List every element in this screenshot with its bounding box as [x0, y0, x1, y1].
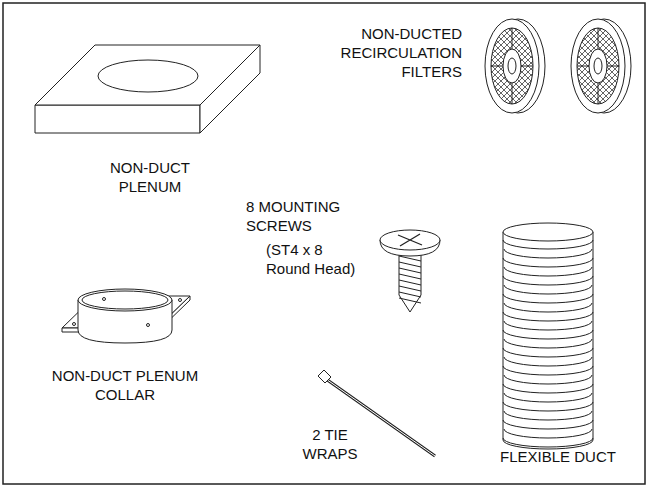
- part-label: NON-DUCT PLENUM COLLAR: [45, 366, 205, 404]
- duct-ring: [503, 402, 593, 411]
- duct-ring: [504, 411, 592, 420]
- collar-drawing: [62, 289, 190, 343]
- part-label: NON-DUCT PLENUM: [95, 158, 205, 196]
- part-label: 2 TIE WRAPS: [300, 425, 360, 463]
- screw-thread: [399, 256, 421, 261]
- duct-ring: [503, 330, 593, 339]
- duct-ring: [504, 249, 592, 258]
- duct-ring: [504, 267, 592, 276]
- duct-ring: [503, 258, 593, 267]
- duct-ring: [504, 375, 592, 384]
- screw-thread: [399, 298, 421, 303]
- duct-ring: [504, 321, 592, 330]
- duct-ring: [504, 285, 592, 294]
- plenum-drawing: [35, 45, 260, 133]
- duct-ring: [504, 393, 592, 402]
- frame-border: [3, 3, 645, 484]
- duct-ring: [503, 276, 593, 285]
- duct-ring: [503, 420, 593, 429]
- duct-ring: [504, 303, 592, 312]
- duct-ring: [503, 312, 593, 321]
- filter-drawing: [485, 19, 631, 113]
- duct-ring: [503, 384, 593, 393]
- screw-thread: [399, 274, 421, 279]
- screw-thread: [399, 280, 421, 285]
- duct-ring: [503, 348, 593, 357]
- screw-thread: [399, 268, 421, 273]
- screw-thread: [399, 292, 421, 297]
- tie-wrap-drawing: [318, 370, 435, 456]
- screw-thread: [399, 262, 421, 267]
- part-label: NON-DUCTED RECIRCULATION FILTERS: [327, 24, 462, 81]
- duct-ring: [504, 357, 592, 366]
- part-label: FLEXIBLE DUCT: [488, 447, 628, 466]
- spec-note: (ST4 x 8 Round Head): [266, 240, 358, 278]
- screw-thread: [399, 286, 421, 291]
- duct-ring: [504, 339, 592, 348]
- screw-drawing: [380, 230, 440, 312]
- duct-ring: [503, 366, 593, 375]
- duct-ring: [503, 294, 593, 303]
- duct-ring: [503, 438, 593, 447]
- duct-ring: [504, 429, 592, 438]
- duct-drawing: [503, 223, 593, 449]
- part-label: 8 MOUNTING SCREWS: [246, 197, 356, 235]
